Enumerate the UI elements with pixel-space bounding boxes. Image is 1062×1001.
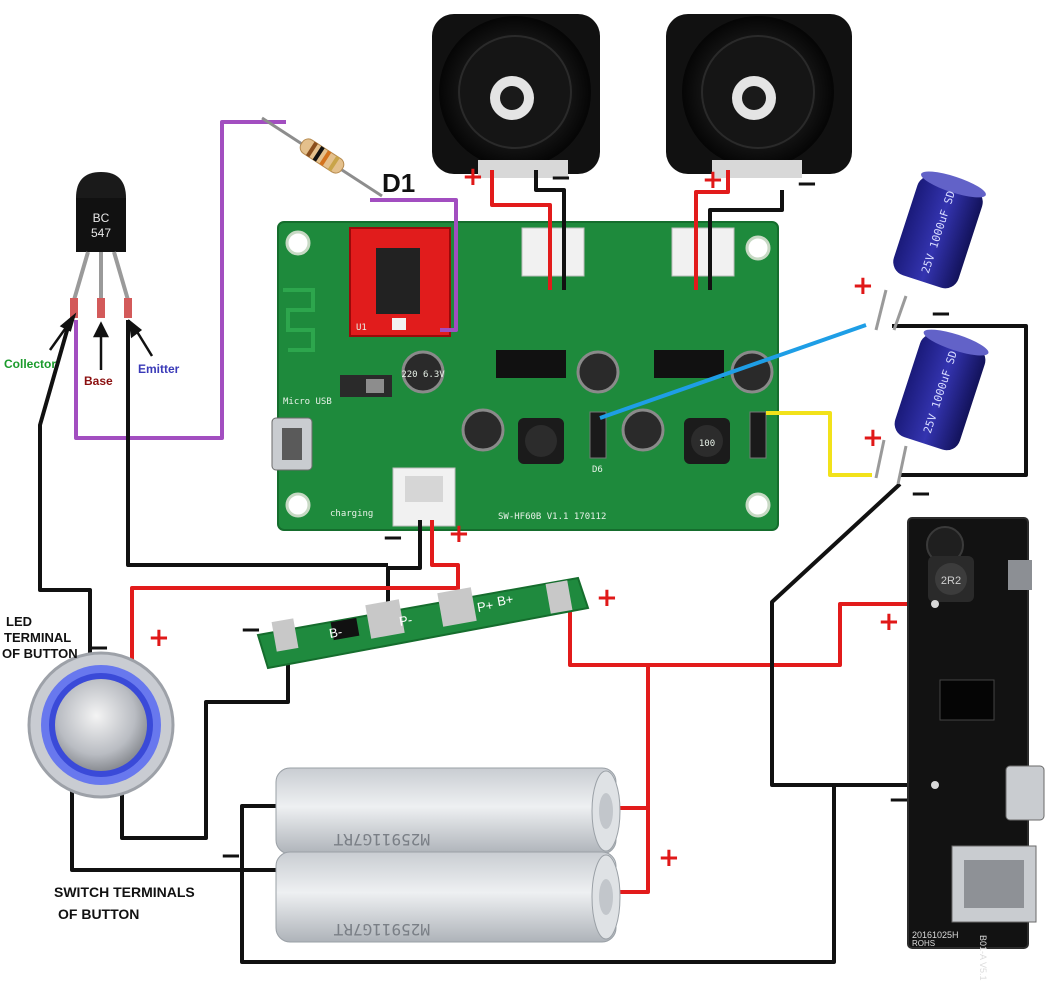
pad-p-minus: P-: [398, 612, 413, 629]
battery-cell-top: M25911G7RT: [275, 767, 621, 855]
pin-arrows: [48, 312, 154, 370]
battery-cell-bottom: M25911G7RT: [275, 851, 621, 943]
powerbank-inductor-text: 2R2: [941, 575, 961, 587]
d1-label: D1: [382, 168, 415, 198]
capacitor-top: 25V 1000uF SD: [874, 171, 986, 331]
power-bank-board: 2R2 B01-A V5.1 20161025H ROHS: [907, 517, 1045, 981]
battery-bottom-print: M25911G7RT: [333, 920, 430, 939]
powerbank-rohs: ROHS: [912, 939, 935, 948]
illuminated-push-button: [27, 651, 175, 799]
pad-p-plus: P+: [476, 597, 495, 615]
base-label: Base: [84, 374, 113, 388]
capacitor-bottom: 25V 1000uF SD: [874, 329, 989, 485]
transistor-model-line1: BC: [93, 211, 110, 225]
speaker-left: [432, 14, 600, 178]
minus-speaker-right: −: [796, 169, 818, 199]
plus-powerbank: +: [878, 607, 900, 637]
collector-label: Collector: [4, 357, 56, 371]
resistor: [261, 116, 383, 198]
transistor-model-line2: 547: [91, 226, 111, 240]
speaker-right: [666, 14, 852, 178]
powerbank-micro-usb: [1005, 765, 1045, 821]
transistor-bc547: [70, 172, 132, 318]
emitter-label: Emitter: [138, 362, 180, 376]
plus-protection: +: [596, 583, 618, 613]
powerbank-date: 20161025H: [912, 930, 959, 940]
board-part-number: SW-HF60B V1.1 170112: [498, 512, 606, 522]
minus-led: −: [88, 633, 110, 663]
pad-b-plus: B+: [496, 591, 515, 609]
usb-silk: Micro USB: [283, 397, 332, 407]
plus-cap-top: +: [852, 271, 874, 301]
plus-speaker-right: +: [702, 165, 724, 195]
protection-board: B- P- P+ B+: [256, 576, 590, 670]
d6-silk: D6: [592, 465, 603, 475]
switch-terminals-line1: SWITCH TERMINALS: [54, 884, 195, 900]
minus-cap-bottom: −: [910, 479, 932, 509]
led-terminal-line2: TERMINAL: [4, 630, 71, 645]
powerbank-model: B01-A V5.1: [978, 935, 988, 981]
plus-battery: +: [658, 843, 680, 873]
minus-cap-top: −: [930, 299, 952, 329]
wires: [38, 120, 1028, 964]
pad-b-minus: B-: [328, 624, 343, 641]
minus-powerbank: −: [888, 785, 910, 815]
charging-silk: charging: [330, 509, 373, 519]
amplifier-board: 100 220 6.3V charging Micro USB SW-HF60B…: [271, 221, 779, 531]
cap-label: 220 6.3V: [401, 370, 445, 380]
battery-top-print: M25911G7RT: [333, 830, 430, 849]
plus-led: +: [148, 623, 170, 653]
u1-silk: U1: [356, 323, 367, 333]
plus-speaker-left: +: [462, 162, 484, 192]
switch-terminals-line2: OF BUTTON: [58, 906, 139, 922]
minus-speaker-left: −: [550, 163, 572, 193]
minus-battery-connector: −: [382, 523, 404, 553]
polarity-marks: + − + − + − + − − + + − − + + − + −: [88, 162, 952, 873]
plus-battery-connector: +: [448, 519, 470, 549]
minus-protection: −: [240, 615, 262, 645]
plus-cap-bottom: +: [862, 423, 884, 453]
inductor-text: 100: [699, 439, 715, 449]
led-terminal-line3: OF BUTTON: [2, 646, 78, 661]
led-terminal-line1: LED: [6, 614, 32, 629]
minus-battery: −: [220, 841, 242, 871]
